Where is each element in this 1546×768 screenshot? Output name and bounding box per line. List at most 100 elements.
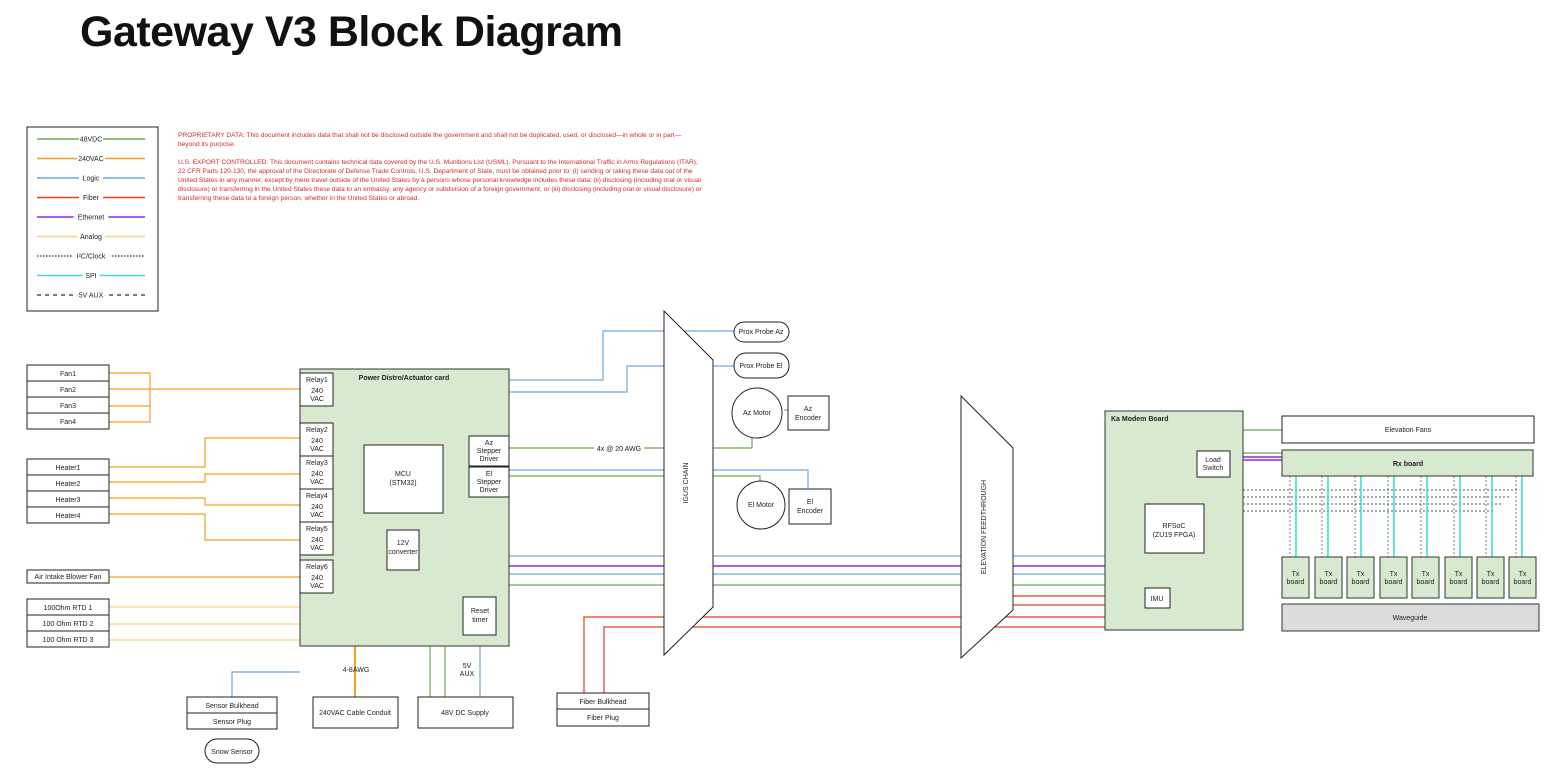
elevation-fans-label: Elevation Fans (1385, 427, 1432, 434)
export-notice: U.S. EXPORT CONTROLLED. This document co… (178, 159, 702, 202)
tx-board-5-sublabel: board (1417, 579, 1435, 586)
heater-1-label: Heater1 (56, 465, 81, 472)
el-stepper-label-2: Stepper (477, 479, 502, 486)
proprietary-notice: PROPRIETARY DATA: This document includes… (178, 132, 682, 148)
legend-label-3: Fiber (83, 195, 100, 202)
elevation-feedthrough (960, 394, 1014, 660)
tx-board-7-label: Tx (1487, 571, 1495, 578)
relay-3 (299, 455, 334, 490)
tx-board-1-label: Tx (1292, 571, 1300, 578)
relay-2-voltage: 240 (311, 438, 323, 445)
fiber-bulkhead-label: Fiber Bulkhead (579, 699, 626, 706)
legend-label-2: Logic (83, 176, 100, 183)
load-switch (1196, 450, 1231, 478)
rx-board (1281, 449, 1534, 477)
wire-label-bg (594, 444, 644, 452)
relay-5 (299, 521, 334, 556)
rtd-1-label: 100Ohm RTD 1 (44, 605, 93, 612)
el-encoder (788, 488, 832, 525)
fans: Fan1 Fan2 Fan3 Fan4 (26, 364, 110, 430)
el-stepper-driver (468, 466, 510, 498)
relay-4-unit: VAC (310, 512, 324, 519)
relay-6-unit: VAC (310, 583, 324, 590)
legend-label-8: 5V AUX (79, 293, 104, 300)
relay-1-voltage: 240 (311, 388, 323, 395)
relay-4-label: Relay4 (306, 493, 328, 500)
notice-export-line-2: 22 CFR Parts 120-130, the approval of th… (178, 168, 693, 175)
rx-board-label: Rx board (1393, 461, 1423, 468)
tx-board-3-sublabel: board (1352, 579, 1370, 586)
tx-board-8-sublabel: board (1514, 579, 1532, 586)
heaters: Heater1 Heater2 Heater3 Heater4 (26, 458, 110, 524)
legend-label-bg-7 (82, 271, 100, 280)
legend-label-bg-0 (79, 134, 103, 144)
rfsoc (1144, 503, 1205, 554)
notice-proprietary-line-2: beyond its purpose. (178, 141, 236, 148)
dc-supply-label: 48V DC Supply (441, 710, 489, 717)
snow-sensor-label: Snow Sensor (211, 749, 253, 756)
tx-board-4-sublabel: board (1385, 579, 1403, 586)
heater-2-label: Heater2 (56, 481, 81, 488)
notice-export-line-4: disclosure) or transferring in the Unite… (178, 186, 702, 193)
el-motor-label: El Motor (748, 502, 775, 509)
notice-export-line-1: U.S. EXPORT CONTROLLED. This document co… (178, 159, 698, 166)
relay-1-unit: VAC (310, 396, 324, 403)
tx-board-2-label: Tx (1325, 571, 1333, 578)
dc-supply (417, 696, 514, 729)
relay-3-label: Relay3 (306, 460, 328, 467)
mcu-sublabel: (STM32) (389, 480, 416, 487)
tx-board-4-label: Tx (1390, 571, 1398, 578)
relay-1-label: Relay1 (306, 377, 328, 384)
legend-label-bg-4 (73, 212, 109, 222)
relay-4-voltage: 240 (311, 504, 323, 511)
tx-board-3 (1346, 556, 1375, 599)
rtds: 100Ohm RTD 1 100 Ohm RTD 2 100 Ohm RTD 3 (26, 598, 110, 648)
imu-label: IMU (1151, 596, 1164, 603)
fan-3-label: Fan3 (60, 403, 76, 410)
mcu-box (363, 444, 444, 514)
az-encoder (787, 395, 830, 431)
heater-4-box (26, 506, 110, 524)
relay-5-voltage: 240 (311, 537, 323, 544)
tx-board-6 (1444, 556, 1473, 599)
snow-sensor (204, 738, 260, 764)
legend-label-bg-1 (77, 154, 105, 163)
az-stepper-driver (468, 435, 510, 467)
notice-export-line-3: United States in any manner, except by m… (178, 177, 702, 184)
legend-label-4: Ethernet (78, 215, 105, 222)
aux-label-2: AUX (460, 671, 475, 678)
notice-proprietary-line-1: PROPRIETARY DATA: This document includes… (178, 132, 682, 139)
heater-3-label: Heater3 (56, 497, 81, 504)
elevation-fans (1281, 415, 1535, 444)
fiber-plug-label: Fiber Plug (587, 715, 619, 722)
ka-modem-title: Ka Modem Board (1111, 416, 1169, 423)
relay-3-voltage: 240 (311, 471, 323, 478)
tx-board-5 (1411, 556, 1440, 599)
rfsoc-label-1: RFSoC (1163, 523, 1186, 530)
tx-board-8 (1508, 556, 1537, 599)
reset-timer-label-2: timer (472, 617, 488, 624)
fan-4-box (26, 412, 110, 430)
sensor-bulkhead-label: Sensor Bulkhead (205, 703, 258, 710)
sensor-plug (186, 712, 278, 730)
legend-label-bg-2 (79, 173, 103, 183)
relay-1 (299, 372, 334, 407)
tx-board-8-label: Tx (1519, 571, 1527, 578)
rtd-3-label: 100 Ohm RTD 3 (43, 637, 94, 644)
waveguide (1281, 603, 1540, 632)
legend-label-bg-8 (77, 290, 105, 300)
az-motor (731, 387, 783, 439)
relay-3-unit: VAC (310, 479, 324, 486)
12v-converter (386, 529, 420, 571)
tx-board-2-sublabel: board (1320, 579, 1338, 586)
fan-2-label: Fan2 (60, 387, 76, 394)
rfsoc-label-2: (ZU19 FPGA) (1153, 532, 1196, 539)
tx-board-3-label: Tx (1357, 571, 1365, 578)
relay-5-unit: VAC (310, 545, 324, 552)
legend-label-0: 48VDC (80, 137, 103, 144)
stepper-wire-label: 4x @ 20 AWG (597, 446, 641, 453)
relay-6-label: Relay6 (306, 564, 328, 571)
tx-board-1-sublabel: board (1287, 579, 1305, 586)
az-stepper-label-2: Stepper (477, 448, 502, 455)
mcu-label: MCU (395, 471, 411, 478)
